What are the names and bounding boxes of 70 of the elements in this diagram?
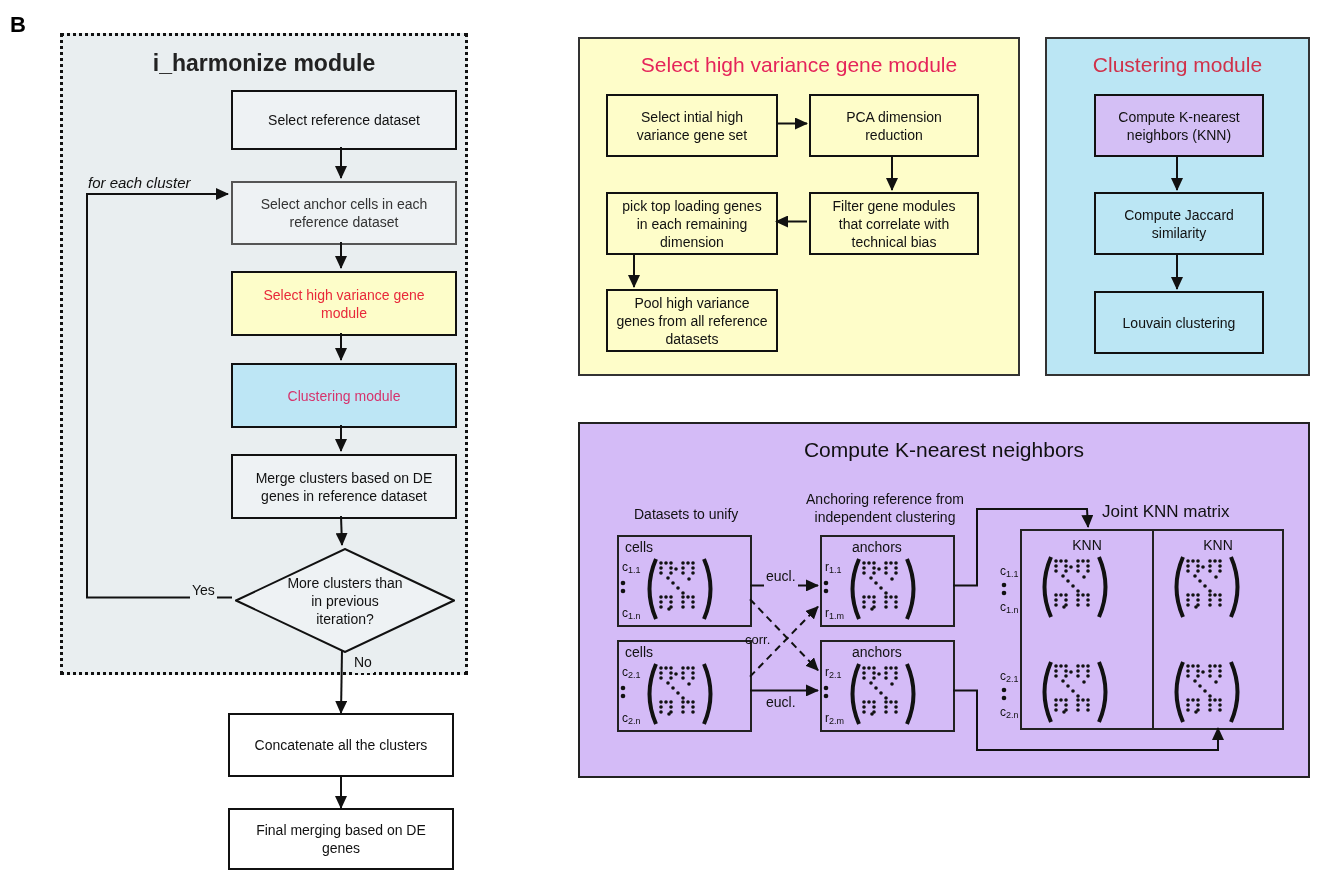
- box-title: cells: [625, 643, 653, 662]
- arrow: [628, 252, 640, 288]
- row-index-label: c$_{1.n}$: [622, 606, 641, 620]
- column-title: KNN: [1202, 536, 1234, 555]
- dashed-arrow: [749, 605, 819, 678]
- arrow: [775, 117, 808, 130]
- decision-diamond: More clusters than in previous iteration?: [235, 548, 455, 653]
- dataset-box: [820, 535, 955, 627]
- arrow: [1171, 252, 1183, 290]
- module-title: i_harmonize module: [151, 49, 377, 78]
- row-index-label: c$_{2.1}$: [1000, 669, 1019, 683]
- dashed-arrow: [749, 598, 819, 672]
- dataset-box: [617, 535, 752, 627]
- box-title: anchors: [852, 538, 902, 557]
- arrow: [952, 508, 1094, 587]
- matrix-title: Joint KNN matrix: [1102, 501, 1230, 523]
- row-index-label: c$_{2.n}$: [622, 711, 641, 725]
- process-box: pick top loading genes in each remaining dimension: [606, 192, 778, 255]
- row-index-label: c$_{1.1}$: [1000, 564, 1019, 578]
- process-box: Compute K-nearest neighbors (KNN): [1094, 94, 1264, 157]
- arrow: [335, 424, 347, 452]
- panel-letter: B: [10, 11, 26, 39]
- arrow: [335, 649, 348, 714]
- box-title: cells: [625, 538, 653, 557]
- row-index-label: c$_{2.n}$: [1000, 705, 1019, 719]
- dataset-box: [820, 640, 955, 732]
- arrow: [335, 332, 347, 361]
- process-box: Select high variance gene module: [231, 271, 457, 336]
- process-box: Louvain clustering: [1094, 291, 1264, 354]
- process-box: PCA dimension reduction: [809, 94, 979, 157]
- module-panel: [1045, 37, 1310, 376]
- arrow: [952, 689, 1224, 751]
- panel-title: Select high variance gene module: [639, 52, 959, 78]
- arrow: [335, 515, 348, 546]
- arrow: [335, 776, 347, 809]
- process-box: Clustering module: [231, 363, 457, 428]
- process-box: Concatenate all the clusters: [228, 713, 454, 777]
- module-panel: [578, 422, 1310, 778]
- arrow: [775, 215, 808, 228]
- process-box: Select anchor cells in each reference dataset: [231, 181, 457, 245]
- arrow: [1171, 154, 1183, 191]
- module-panel: [578, 37, 1020, 376]
- process-box: Pool high variance genes from all reference datasets: [606, 289, 778, 352]
- arrow: [86, 188, 233, 599]
- loop-label: for each cluster: [88, 173, 191, 193]
- panel-title: Compute K-nearest neighbors: [802, 437, 1086, 463]
- process-box: Final merging based on DE genes: [228, 808, 454, 870]
- column-heading: Datasets to unify: [634, 505, 739, 524]
- row-index-label: r$_{2.m}$: [825, 711, 844, 725]
- process-box: Compute Jaccard similarity: [1094, 192, 1264, 255]
- box-title: anchors: [852, 643, 902, 662]
- process-box: Merge clusters based on DE genes in reference dataset: [231, 454, 457, 519]
- process-box: Select reference dataset: [231, 90, 457, 150]
- row-index-label: r$_{1.m}$: [825, 606, 844, 620]
- arrow: [886, 154, 898, 191]
- row-index-label: c$_{1.1}$: [622, 560, 641, 574]
- process-box: Select intial high variance gene set: [606, 94, 778, 157]
- column-title: KNN: [1071, 536, 1103, 555]
- line-label: corr.: [745, 631, 771, 649]
- column-heading: Anchoring reference from independent clustering: [805, 490, 965, 526]
- process-box: Filter gene modules that correlate with technical bias: [809, 192, 979, 255]
- panel-title: Clustering module: [1091, 52, 1264, 78]
- arrow: [335, 146, 347, 179]
- row-index-label: c$_{2.1}$: [622, 665, 641, 679]
- row-index-label: r$_{2.1}$: [825, 665, 842, 679]
- arrow: [335, 241, 347, 269]
- row-index-label: r$_{1.1}$: [825, 560, 842, 574]
- row-index-label: c$_{1.n}$: [1000, 600, 1019, 614]
- module-frame: [60, 33, 468, 675]
- arrow: [749, 684, 819, 697]
